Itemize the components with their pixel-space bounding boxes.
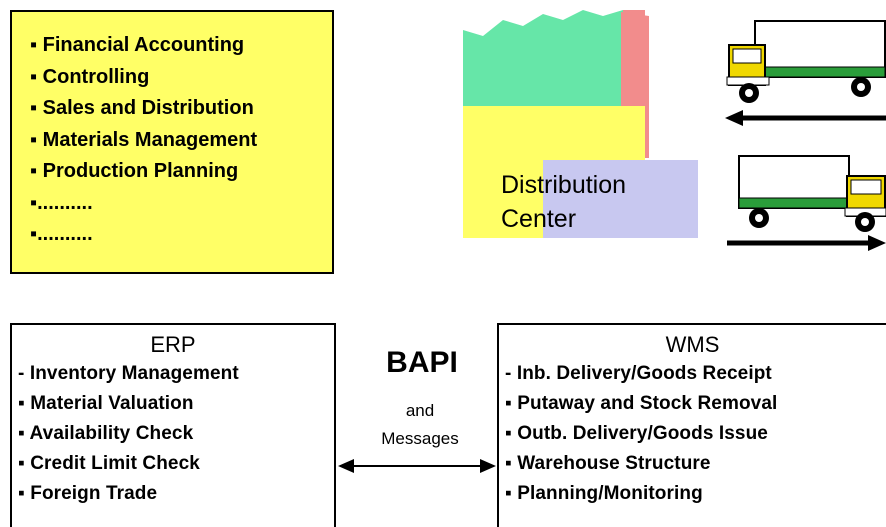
factory-icon <box>463 10 698 238</box>
wms-item: ▪ Warehouse Structure <box>505 453 711 474</box>
erp-list: - Inventory Management ▪ Material Valuat… <box>12 359 334 509</box>
erp-item: ▪ Credit Limit Check <box>18 453 200 474</box>
distribution-center-label: Distribution Center <box>501 171 627 233</box>
distribution-center: Distribution Center <box>463 10 713 240</box>
bapi-subtitle: and Messages <box>381 401 459 448</box>
wms-item: ▪ Putaway and Stock Removal <box>505 393 778 414</box>
wms-item: ▪ Outb. Delivery/Goods Issue <box>505 423 768 444</box>
bidirectional-arrow-icon <box>338 459 496 473</box>
wms-list: - Inb. Delivery/Goods Receipt ▪ Putaway … <box>499 359 886 509</box>
erp-item: ▪ Foreign Trade <box>18 483 158 504</box>
truck-icon <box>738 155 886 232</box>
arrow-left-icon <box>725 110 886 126</box>
wms-title: WMS <box>665 332 720 357</box>
wms-item: ▪ Planning/Monitoring <box>505 483 703 504</box>
truck-icon <box>726 20 886 103</box>
module-item: ▪.......... <box>30 191 93 214</box>
erp-item: - Inventory Management <box>18 363 239 384</box>
module-item: ▪ Controlling <box>30 65 150 88</box>
erp-item: ▪ Availability Check <box>18 423 194 444</box>
module-item: ▪ Financial Accounting <box>30 34 245 56</box>
modules-list: ▪ Financial Accounting ▪ Controlling ▪ S… <box>30 30 257 251</box>
module-item: ▪ Sales and Distribution <box>30 97 254 119</box>
module-item: ▪ Materials Management <box>30 128 258 151</box>
wms-box: WMS - Inb. Delivery/Goods Receipt ▪ Puta… <box>497 323 886 527</box>
erp-box: ERP - Inventory Management ▪ Material Va… <box>10 323 336 527</box>
module-item: ▪ Production Planning <box>30 160 239 182</box>
bapi-title: BAPI <box>386 346 458 379</box>
erp-modules-box: ▪ Financial Accounting ▪ Controlling ▪ S… <box>10 10 334 274</box>
arrow-right-icon <box>727 235 886 251</box>
erp-title: ERP <box>150 332 196 357</box>
wms-item: - Inb. Delivery/Goods Receipt <box>505 363 772 384</box>
module-item: ▪.......... <box>30 223 93 245</box>
erp-item: ▪ Material Valuation <box>18 393 194 414</box>
